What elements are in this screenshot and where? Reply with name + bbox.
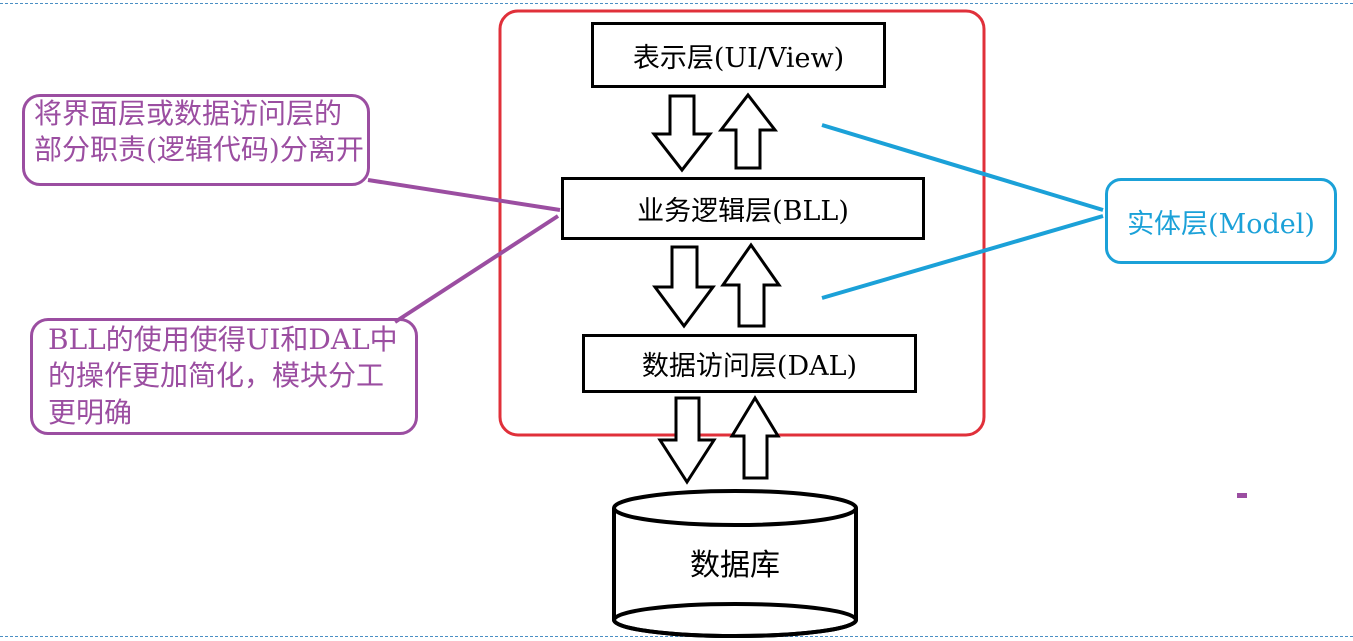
page-edge-bottom	[0, 636, 1353, 637]
database-cylinder-bottom-rim	[612, 602, 858, 638]
model-connector-upper	[821, 123, 1104, 212]
data-access-layer-label: 数据访问层(DAL)	[641, 351, 858, 382]
model-connector-lower	[821, 214, 1104, 300]
model-layer-box: 实体层(Model)	[1105, 178, 1337, 264]
note-bottom-text: BLL的使用使得UI和DAL中的操作更加简化，模块分工更明确	[48, 323, 398, 429]
note-top-frame	[22, 94, 370, 186]
data-access-layer-box: 数据访问层(DAL)	[582, 334, 917, 393]
note-top-text: 将界面层或数据访问层的部分职责(逻辑代码)分离开	[34, 97, 364, 167]
note-top-connector	[367, 178, 561, 212]
down-arrow-dal-db	[657, 396, 717, 485]
down-arrow-ui-bll	[650, 94, 714, 173]
up-arrow-dal-bll	[720, 242, 782, 328]
up-arrow-db-dal	[729, 395, 781, 480]
model-layer-label: 实体层(Model)	[1127, 208, 1315, 240]
business-layer-label: 业务逻辑层(BLL)	[637, 196, 849, 227]
presentation-layer-label: 表示层(UI/View)	[632, 42, 845, 74]
database-label: 数据库	[690, 548, 780, 583]
presentation-layer-box: 表示层(UI/View)	[591, 22, 886, 88]
note-bottom-frame	[30, 318, 418, 435]
business-layer-box: 业务逻辑层(BLL)	[561, 177, 925, 240]
note-bottom-connector	[393, 214, 560, 324]
up-arrow-bll-ui	[717, 92, 779, 170]
page-edge-top	[0, 3, 1353, 4]
down-arrow-bll-dal	[652, 245, 716, 329]
stray-mark	[1237, 493, 1247, 498]
database-cylinder-top	[612, 489, 858, 527]
